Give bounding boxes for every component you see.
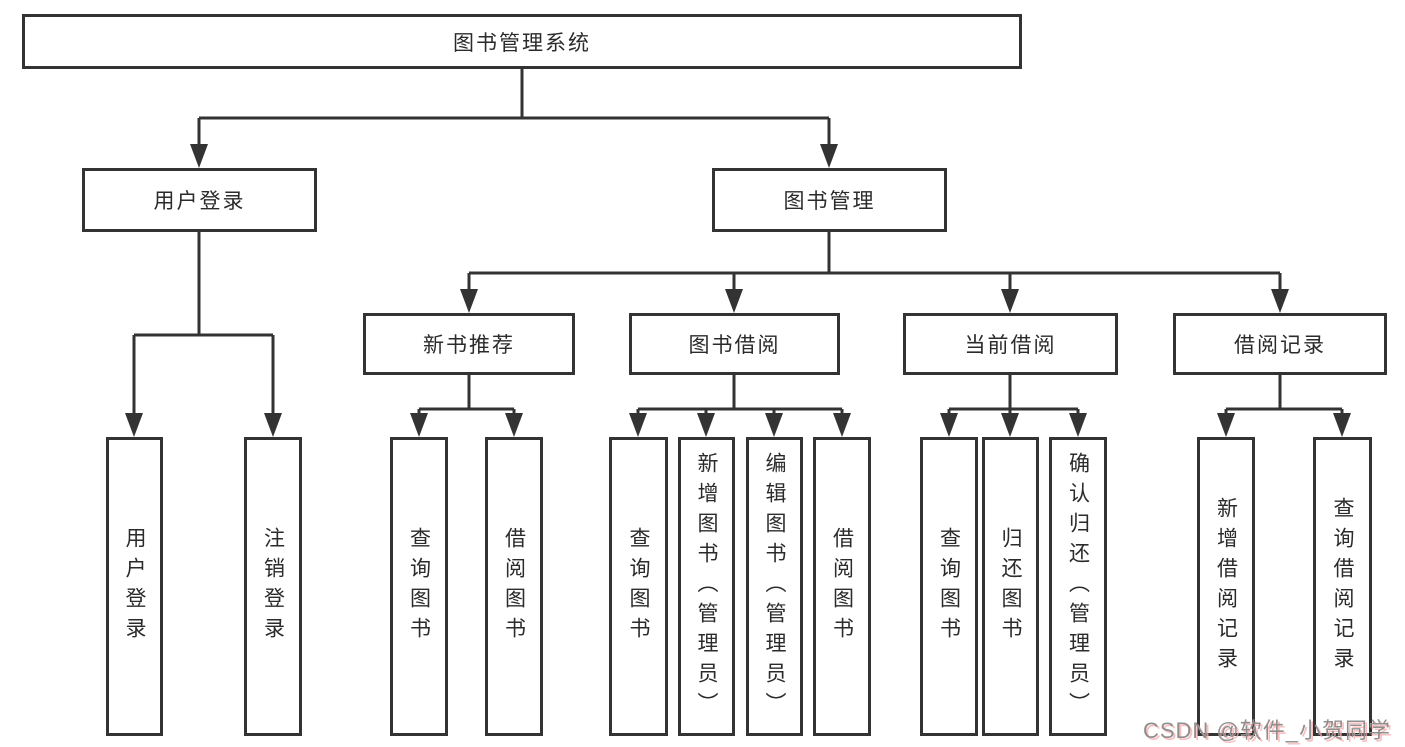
node-label: 编辑图书（管理员） [763,451,786,722]
node-label: 用户登录 [123,526,146,647]
node-label: 借阅图书 [502,526,526,647]
arrowhead-icon [940,413,958,437]
node-label: 归还图书 [999,526,1022,647]
node-label: 查询图书 [627,526,650,647]
node-leaf-logout: 注销登录 [244,437,302,736]
node-leaf-cb-return-books: 归还图书 [982,437,1039,736]
arrowhead-icon [1271,289,1289,313]
node-leaf-cb-query-books: 查询图书 [920,437,978,736]
arrowhead-icon [1069,413,1087,437]
arrowhead-icon [629,413,647,437]
arrowhead-icon [1333,413,1351,437]
arrowhead-icon [410,413,428,437]
node-label: 借阅图书 [830,526,854,647]
node-label: 借阅记录 [1234,334,1326,357]
arrowhead-icon [697,413,715,437]
node-leaf-rec-query-books: 查询图书 [390,437,448,736]
arrowhead-icon [765,413,783,437]
arrowhead-icon [125,413,143,437]
node-leaf-bb-query-books: 查询图书 [609,437,668,736]
node-leaf-bb-borrow-books: 借阅图书 [813,437,871,736]
arrowhead-icon [460,289,478,313]
node-label: 新增图书（管理员） [695,451,718,722]
node-label: 新增借阅记录 [1214,496,1238,677]
node-leaf-rec-borrow-books: 借阅图书 [485,437,543,736]
arrowhead-icon [820,144,838,168]
node-leaf-br-add-record: 新增借阅记录 [1197,437,1255,736]
node-label: 注销登录 [261,526,285,647]
node-label: 查询图书 [407,526,431,647]
node-book-borrow: 图书借阅 [629,313,840,375]
node-label: 查询借阅记录 [1331,496,1354,677]
node-borrow-records: 借阅记录 [1173,313,1387,375]
arrowhead-icon [1001,289,1019,313]
node-label: 确认归还（管理员） [1066,451,1090,722]
arrowhead-icon [1217,413,1235,437]
node-leaf-bb-edit-books: 编辑图书（管理员） [746,437,803,736]
node-label: 新书推荐 [423,334,515,357]
node-current-borrow: 当前借阅 [903,313,1118,375]
arrowhead-icon [190,144,208,168]
node-label: 当前借阅 [964,334,1057,357]
watermark: CSDN @软件_小贺同学 [1142,718,1391,743]
node-label: 图书借阅 [688,334,781,357]
arrowhead-icon [505,413,523,437]
node-leaf-user-login: 用户登录 [106,437,163,736]
node-leaf-cb-confirm-return: 确认归还（管理员） [1049,437,1107,736]
node-label: 查询图书 [937,526,961,647]
node-label: 用户登录 [153,190,246,213]
node-user-login: 用户登录 [82,168,317,232]
node-book-mgmt: 图书管理 [712,168,947,232]
node-new-book-rec: 新书推荐 [363,313,575,375]
arrowhead-icon [833,413,851,437]
arrowhead-icon [725,289,743,313]
node-leaf-br-query-record: 查询借阅记录 [1313,437,1372,736]
node-label: 图书管理系统 [453,31,591,55]
node-leaf-bb-add-books: 新增图书（管理员） [678,437,735,736]
node-label: 图书管理 [783,190,876,213]
arrowhead-icon [1001,413,1019,437]
node-root: 图书管理系统 [22,14,1022,69]
arrowhead-icon [264,413,282,437]
